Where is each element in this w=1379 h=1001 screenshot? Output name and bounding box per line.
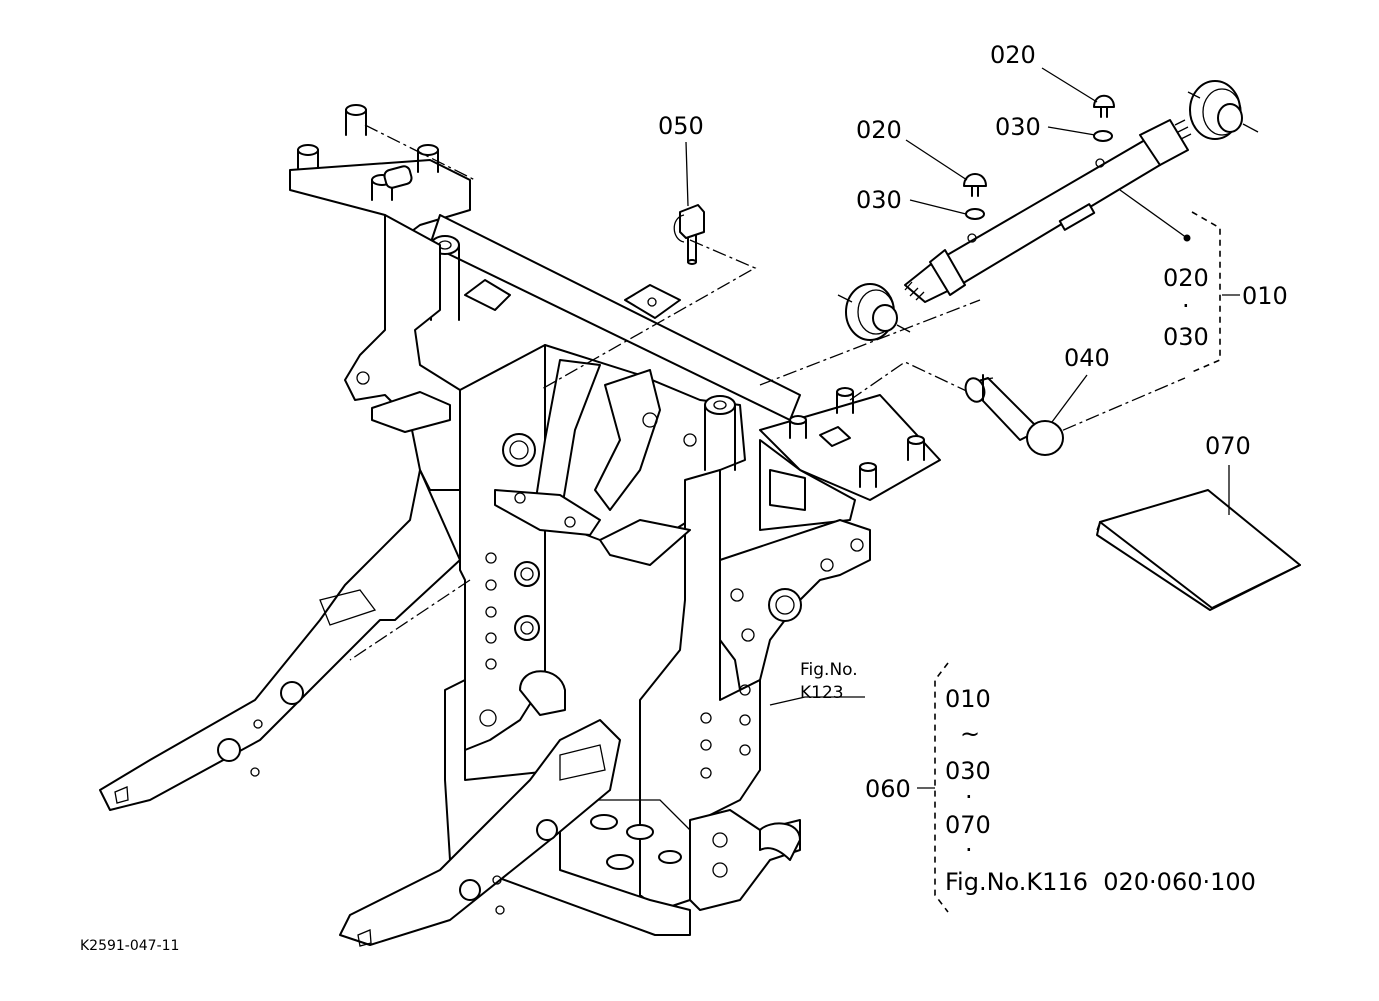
callout-dot: · xyxy=(1182,292,1190,320)
top-link-assembly xyxy=(837,80,1259,341)
callouts: 020 020 030 030 050 040 070 020 · 030 01… xyxy=(658,41,1288,460)
callout-020-top: 020 xyxy=(990,41,1036,69)
kit-060-legend: 060 010 ~ 030 · 070 · Fig.No.K116 020·06… xyxy=(865,685,1256,896)
kit-line-030: 030 xyxy=(945,757,991,785)
figref-line-2: K123 xyxy=(800,683,844,703)
callout-020-group: 020 xyxy=(1163,264,1209,292)
callout-030-group: 030 xyxy=(1163,323,1209,351)
pin-050 xyxy=(673,204,705,265)
assembly-lines xyxy=(349,124,1186,661)
kit-line-070: 070 xyxy=(945,811,991,839)
callout-030-top: 030 xyxy=(995,113,1041,141)
hitch-frame xyxy=(99,104,941,947)
kit-line-figref: Fig.No.K116 020·060·100 xyxy=(945,868,1256,896)
leader-lines xyxy=(685,67,1240,789)
bracket-010 xyxy=(1191,211,1221,373)
pin-040 xyxy=(964,374,1064,456)
callout-050: 050 xyxy=(658,112,704,140)
kit-dot-1: · xyxy=(965,783,973,811)
callout-040: 040 xyxy=(1064,344,1110,372)
figref-line-1: Fig.No. xyxy=(800,660,858,680)
callout-010: 010 xyxy=(1242,282,1288,310)
figure-reference: Fig.No. K123 xyxy=(800,660,858,703)
kit-number: 060 xyxy=(865,775,911,803)
kit-tilde: ~ xyxy=(960,720,980,748)
kit-dot-2: · xyxy=(965,836,973,864)
callout-030-mid: 030 xyxy=(856,186,902,214)
manual-070 xyxy=(1096,489,1301,611)
kit-line-010: 010 xyxy=(945,685,991,713)
bracket-060 xyxy=(934,662,949,913)
callout-020-mid: 020 xyxy=(856,116,902,144)
drawing-code: K2591-047-11 xyxy=(80,938,179,954)
callout-070: 070 xyxy=(1205,432,1251,460)
